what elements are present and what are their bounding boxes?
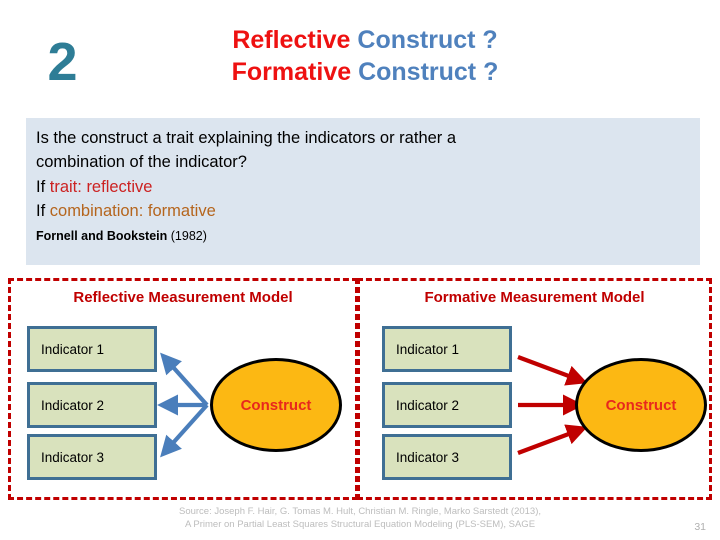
formative-construct-node: Construct [575,358,707,452]
intro-combination-formative: combination: formative [49,201,216,220]
footer-source: Source: Joseph F. Hair, G. Tomas M. Hult… [0,506,720,532]
formative-indicator-1: Indicator 1 [382,326,512,372]
formative-model-panel: Formative Measurement Model Indicator 1 … [357,278,712,500]
citation-year: (1982) [170,229,207,243]
formative-indicator-3: Indicator 3 [382,434,512,480]
intro-line-4-prefix: If [36,201,50,220]
intro-panel: Is the construct a trait explaining the … [26,118,700,265]
intro-line-2: combination of the indicator? [36,153,247,172]
intro-line-3-prefix: If [36,177,50,196]
title-reflective-word: Reflective [232,26,358,54]
formative-construct-label: Construct [605,396,677,414]
intro-line-1: Is the construct a trait explaining the … [36,129,457,147]
title-line-1: Reflective Construct ? [130,24,600,56]
formative-indicator-2-label: Indicator 2 [396,397,460,413]
page-number: 31 [694,521,706,533]
reflective-construct-node: Construct [210,358,342,452]
title-construct-question-1: Construct ? [357,26,498,54]
formative-indicator-2: Indicator 2 [382,382,512,428]
formative-model-heading: Formative Measurement Model [424,289,645,306]
reflective-indicator-3-label: Indicator 3 [41,449,105,465]
title-construct-question-2: Construct ? [358,58,499,86]
formative-indicator-1-label: Indicator 1 [396,341,460,357]
title-line-2: Formative Construct ? [130,56,600,88]
intro-line-3: If trait: reflective [36,175,690,199]
reflective-construct-label: Construct [240,396,312,414]
formative-indicator-3-label: Indicator 3 [396,449,460,465]
intro-citation: Fornell and Bookstein (1982) [36,229,690,243]
arrow-construct-to-indicator-3 [160,403,209,458]
reflective-indicator-1-label: Indicator 1 [41,341,105,357]
slide-number: 2 [47,32,77,92]
arrow-construct-to-indicator-1 [160,352,209,407]
reflective-indicator-2: Indicator 2 [27,382,157,428]
footer-source-line-2: A Primer on Partial Least Squares Struct… [184,518,536,530]
page-title: Reflective Construct ? Formative Constru… [130,24,600,88]
title-formative-word: Formative [231,58,359,86]
arrow-indicator-3-to-construct [517,424,588,455]
reflective-model-heading: Reflective Measurement Model [73,289,293,306]
reflective-model-panel: Reflective Measurement Model Indicator 1… [8,278,358,500]
footer-source-line-1: Source: Joseph F. Hair, G. Tomas M. Hult… [178,506,542,517]
reflective-indicator-1: Indicator 1 [27,326,157,372]
intro-line-4: If combination: formative [36,199,690,223]
reflective-indicator-2-label: Indicator 2 [41,397,105,413]
reflective-indicator-3: Indicator 3 [27,434,157,480]
arrow-indicator-1-to-construct [517,355,588,386]
intro-trait-reflective: trait: reflective [49,177,153,196]
citation-author: Fornell and Bookstein [36,229,171,243]
